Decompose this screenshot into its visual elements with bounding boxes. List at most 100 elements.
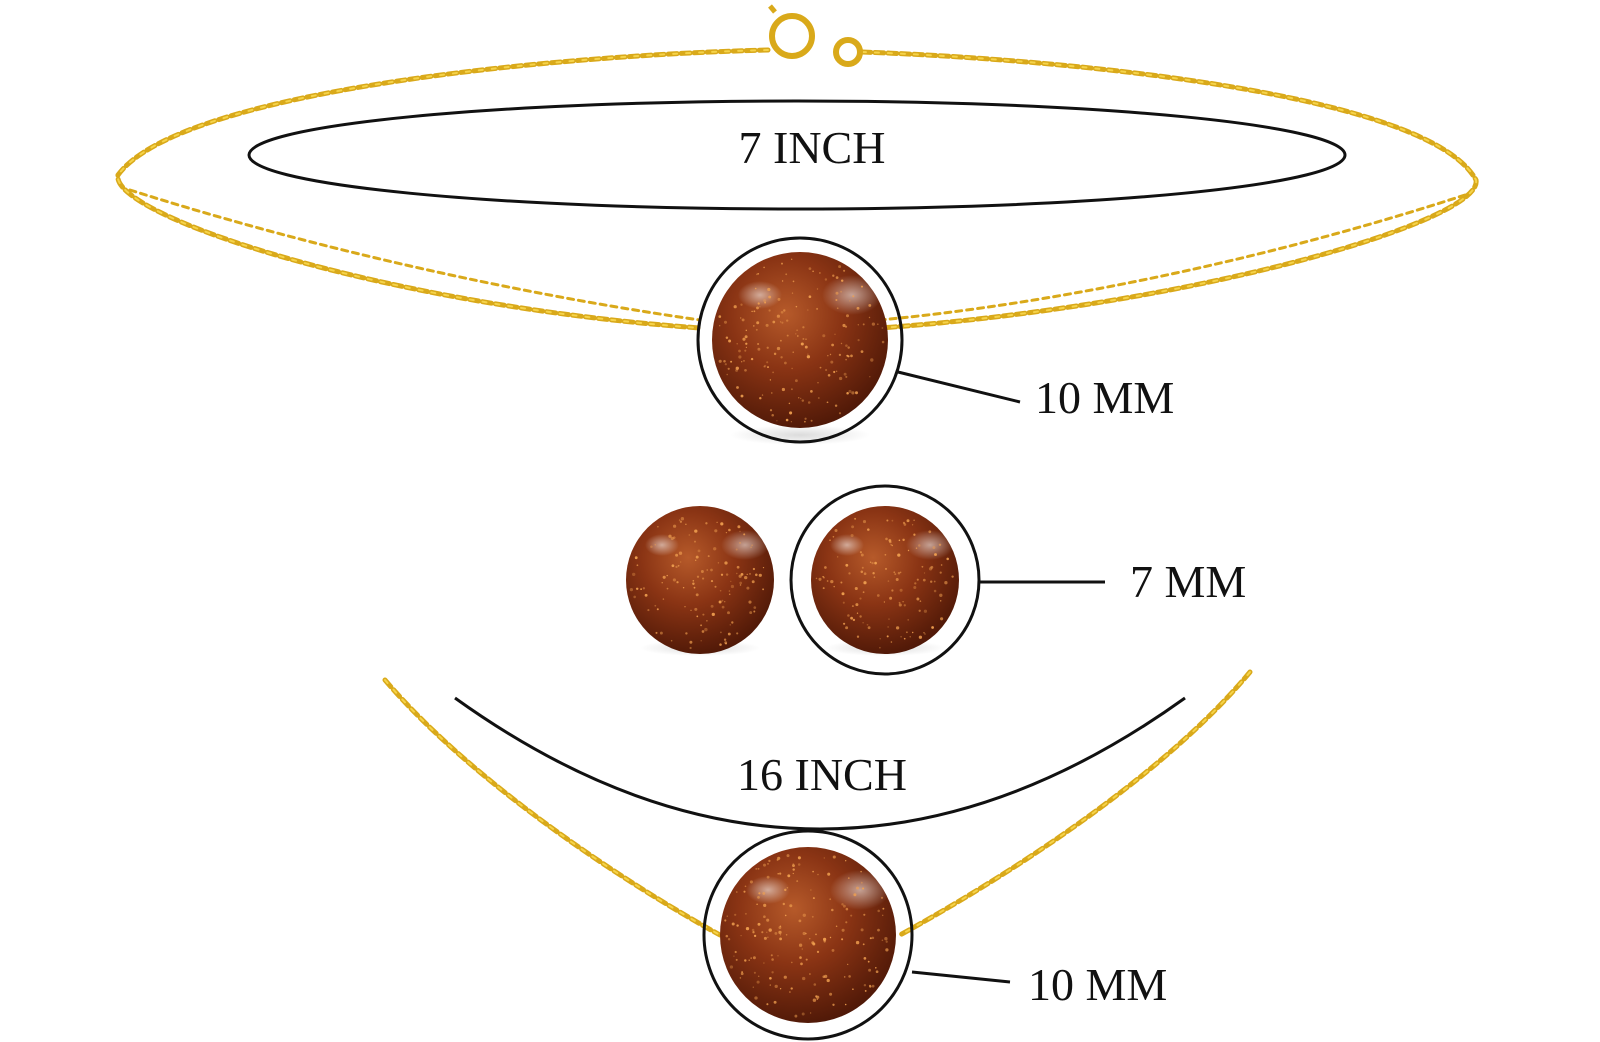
glitter-speck [795, 305, 798, 308]
glitter-speck [756, 903, 758, 906]
glitter-speck [807, 309, 809, 311]
glitter-speck [772, 320, 776, 324]
glitter-speck [808, 267, 812, 270]
glitter-speck [868, 303, 872, 307]
glitter-speck [728, 590, 731, 592]
glitter-speck [781, 262, 783, 265]
glitter-speck [800, 962, 803, 966]
glitter-speck [862, 943, 865, 946]
glitter-speck [728, 528, 731, 532]
glitter-speck [830, 360, 834, 364]
glitter-speck [907, 549, 910, 552]
glitter-speck [903, 604, 906, 607]
glitter-speck [833, 585, 835, 588]
glitter-speck [762, 567, 765, 569]
glitter-speck [838, 265, 842, 269]
glitter-speck [812, 897, 815, 900]
glitter-speck [785, 934, 788, 936]
glitter-speck [827, 373, 831, 377]
glitter-speck [911, 631, 914, 634]
glitter-speck [845, 563, 849, 567]
glitter-speck [769, 409, 773, 412]
glitter-speck [848, 389, 852, 393]
glitter-speck [826, 978, 830, 983]
glitter-speck [836, 307, 839, 310]
glitter-speck [909, 636, 911, 638]
necklace-bead-glitter [724, 854, 889, 1018]
glitter-speck [832, 855, 836, 859]
glitter-speck [860, 928, 864, 932]
glitter-speck [933, 580, 936, 583]
glitter-speck [886, 635, 889, 638]
glitter-speck [827, 354, 829, 357]
glitter-speck [898, 539, 901, 542]
glitter-speck [746, 573, 748, 576]
glitter-speck [718, 600, 722, 604]
glitter-speck [670, 639, 673, 642]
glitter-speck [809, 1012, 812, 1014]
glitter-speck [718, 315, 722, 318]
glitter-speck [744, 959, 747, 962]
glitter-speck [851, 605, 854, 608]
glitter-speck [860, 881, 863, 884]
glitter-speck [810, 889, 812, 891]
glitter-speck [847, 877, 850, 879]
glitter-speck [776, 314, 781, 318]
glitter-speck [774, 984, 778, 989]
glitter-speck [834, 333, 836, 336]
glitter-speck [843, 622, 846, 625]
glitter-speck [792, 864, 795, 868]
glitter-speck [840, 581, 843, 584]
glitter-speck [897, 553, 901, 557]
glitter-speck [822, 587, 825, 590]
bracelet-bead-circle [696, 236, 904, 444]
glitter-speck [654, 544, 657, 546]
earring-left [626, 506, 774, 654]
glitter-speck [740, 934, 742, 937]
glitter-speck [801, 948, 804, 950]
glitter-speck [741, 971, 744, 973]
glitter-speck [721, 599, 724, 602]
glitter-speck [689, 640, 693, 644]
glitter-speck [798, 397, 800, 399]
glitter-speck [869, 376, 871, 378]
glitter-speck [863, 581, 867, 585]
glitter-speck [752, 956, 756, 960]
glitter-speck [777, 297, 781, 301]
glitter-speck [792, 351, 794, 353]
necklace-chain [382, 669, 1253, 938]
glitter-speck [873, 576, 876, 578]
glitter-speck [763, 364, 767, 368]
glitter-speck [939, 593, 943, 597]
glitter-speck [855, 603, 859, 607]
glitter-speck [885, 537, 888, 541]
glitter-speck [700, 570, 704, 573]
glitter-speck [872, 572, 875, 575]
glitter-speck [845, 375, 848, 378]
glitter-speck [848, 975, 851, 978]
glitter-speck [951, 575, 954, 578]
glitter-speck [676, 581, 679, 584]
glitter-speck [834, 404, 838, 407]
glitter-speck [694, 607, 698, 611]
glitter-speck [743, 533, 746, 536]
glitter-speck [736, 565, 740, 569]
glitter-speck [682, 586, 685, 589]
glitter-speck [766, 875, 770, 879]
glitter-speck [898, 603, 902, 607]
glitter-speck [763, 266, 765, 269]
glitter-speck [718, 359, 722, 363]
glitter-speck [768, 928, 772, 932]
glitter-speck [776, 420, 778, 422]
glitter-speck [654, 604, 657, 607]
glitter-speck [680, 517, 685, 521]
glitter-speck [831, 343, 834, 347]
glitter-speck [744, 912, 747, 915]
glitter-speck [804, 417, 807, 420]
glitter-speck [845, 358, 847, 361]
glitter-speck [845, 907, 849, 911]
glitter-speck [780, 356, 783, 359]
glitter-speck [769, 976, 772, 980]
glitter-speck [807, 401, 811, 404]
